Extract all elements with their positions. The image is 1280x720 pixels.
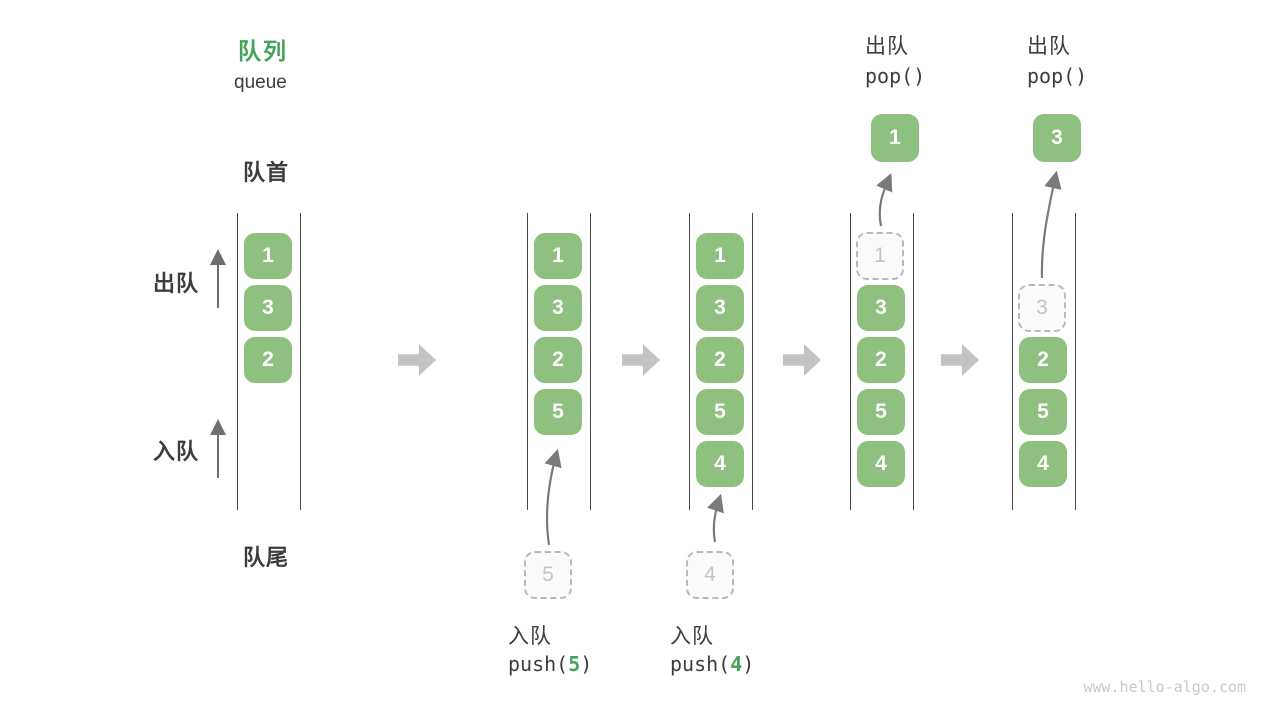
dequeue-op-code: pop() xyxy=(865,64,926,88)
queue-cell: 2 xyxy=(244,337,292,383)
enqueue-op-label: 入队 xyxy=(508,625,552,648)
queue-cell-dashed: 3 xyxy=(1018,284,1066,332)
enqueue-op-code: push(5) xyxy=(508,652,593,676)
queue-cell: 5 xyxy=(857,389,905,435)
queue-cell: 4 xyxy=(696,441,744,487)
queue-front-label: 队首 xyxy=(243,160,290,185)
enqueue-op-label: 入队 xyxy=(670,625,714,648)
push-5-arrow-icon xyxy=(544,448,562,546)
pop-3-arrow-icon xyxy=(1040,170,1062,279)
queue-cell: 3 xyxy=(696,285,744,331)
enqueue-op-code: push(4) xyxy=(670,652,755,676)
queue-cell: 3 xyxy=(534,285,582,331)
queue-cell: 4 xyxy=(1019,441,1067,487)
diagram-title-en: queue xyxy=(234,72,287,93)
dequeue-direction-label: 出队 xyxy=(153,271,200,296)
queue-cell: 4 xyxy=(857,441,905,487)
queue-cell: 3 xyxy=(244,285,292,331)
queue-cell: 1 xyxy=(244,233,292,279)
queue-cell: 2 xyxy=(857,337,905,383)
queue-container xyxy=(527,213,591,510)
queue-cell: 2 xyxy=(1019,337,1067,383)
push-4-arrow-icon xyxy=(707,493,724,543)
queue-cell: 1 xyxy=(534,233,582,279)
dequeue-op-label: 出队 xyxy=(865,35,909,58)
pop-1-arrow-icon xyxy=(876,172,893,227)
queue-cell-dashed: 1 xyxy=(856,232,904,280)
diagram-title-zh: 队列 xyxy=(238,38,288,64)
popped-cell: 1 xyxy=(871,114,919,162)
queue-cell: 5 xyxy=(696,389,744,435)
queue-cell: 5 xyxy=(1019,389,1067,435)
queue-cell: 3 xyxy=(857,285,905,331)
queue-container xyxy=(689,213,753,510)
incoming-cell-dashed: 4 xyxy=(686,551,734,599)
queue-container xyxy=(1012,213,1076,510)
queue-cell: 5 xyxy=(534,389,582,435)
queue-container xyxy=(850,213,914,510)
queue-container xyxy=(237,213,301,510)
queue-rear-label: 队尾 xyxy=(243,545,290,570)
queue-cell: 1 xyxy=(696,233,744,279)
queue-cell: 2 xyxy=(696,337,744,383)
incoming-cell-dashed: 5 xyxy=(524,551,572,599)
dequeue-op-code: pop() xyxy=(1027,64,1088,88)
popped-cell: 3 xyxy=(1033,114,1081,162)
dequeue-op-label: 出队 xyxy=(1027,35,1071,58)
watermark: www.hello-algo.com xyxy=(1083,678,1246,696)
enqueue-direction-label: 入队 xyxy=(153,439,200,464)
queue-cell: 2 xyxy=(534,337,582,383)
